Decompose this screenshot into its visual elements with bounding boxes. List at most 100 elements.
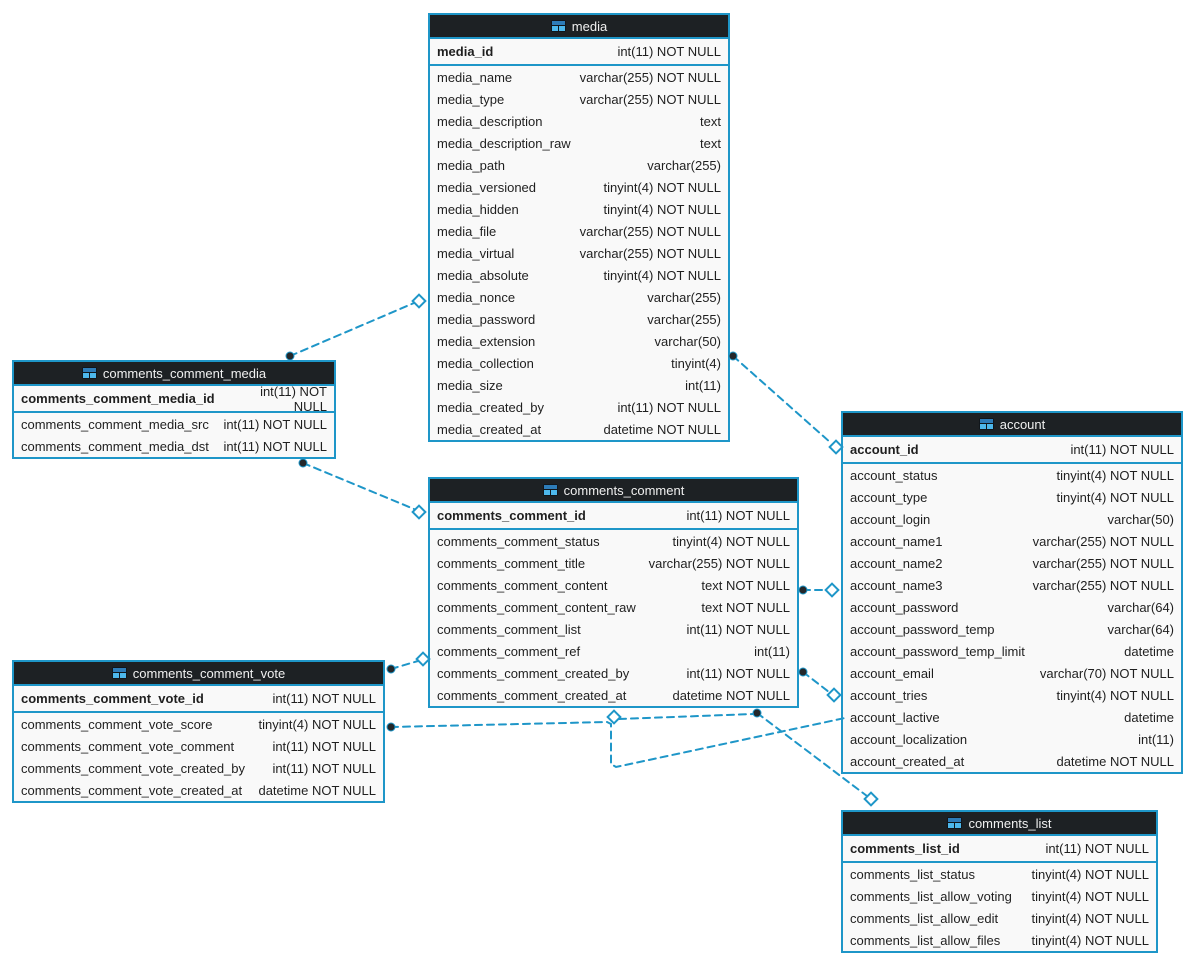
relation-comments_comment_vote-to-comments_comment[interactable]: [386, 651, 431, 674]
table-header-comments_comment[interactable]: comments_comment: [430, 479, 797, 503]
relation-comments_comment_vote-to-account[interactable]: [386, 717, 846, 769]
column-type: varchar(255) NOT NULL: [1032, 533, 1174, 549]
relation-line[interactable]: [732, 355, 832, 444]
relation-endpoint-dot: [285, 351, 295, 361]
table-header-comments_list[interactable]: comments_list: [843, 812, 1156, 836]
relation-line[interactable]: [618, 713, 754, 720]
table-comments_comment_media[interactable]: comments_comment_media comments_comment_m…: [12, 360, 336, 459]
table-header-comments_comment_media[interactable]: comments_comment_media: [14, 362, 334, 386]
relation-comments_comment-to-comments_comment[interactable]: [606, 709, 754, 725]
column-name: media_file: [437, 223, 497, 239]
table-icon: [550, 20, 566, 32]
relation-line[interactable]: [390, 717, 846, 769]
column-type: datetime NOT NULL: [603, 421, 721, 437]
column-row[interactable]: media_file varchar(255) NOT NULL: [430, 220, 728, 242]
column-name: comments_comment_vote_created_at: [21, 782, 243, 798]
relation-comments_comment_media-to-comments_comment[interactable]: [298, 458, 427, 520]
relation-comments_comment-to-account[interactable]: [798, 582, 840, 598]
column-type: tinyint(4): [671, 355, 721, 371]
relation-line[interactable]: [390, 660, 419, 670]
column-name: account_password_temp_limit: [850, 643, 1025, 659]
relation-line[interactable]: [289, 302, 415, 357]
relation-endpoint-diamond: [824, 582, 840, 598]
table-header-media[interactable]: media: [430, 15, 728, 39]
column-name: media_absolute: [437, 267, 529, 283]
table-header-account[interactable]: account: [843, 413, 1181, 437]
column-type: datetime NOT NULL: [1056, 753, 1174, 769]
column-type: datetime: [1124, 709, 1174, 725]
column-type: varchar(255) NOT NULL: [579, 223, 721, 239]
relation-line[interactable]: [302, 462, 415, 510]
relation-comments_comment-to-account[interactable]: [798, 667, 842, 703]
relation-line[interactable]: [802, 671, 830, 693]
column-type: varchar(255) NOT NULL: [1032, 555, 1174, 571]
relation-media-to-account[interactable]: [728, 351, 844, 455]
relation-endpoint-diamond: [826, 687, 842, 703]
relation-comments_comment_media-to-media[interactable]: [285, 293, 427, 361]
column-type: int(11) NOT NULL: [686, 665, 790, 681]
table-title: comments_comment_media: [102, 365, 267, 381]
column-name: media_nonce: [437, 289, 516, 305]
table-header-comments_comment_vote[interactable]: comments_comment_vote: [14, 662, 383, 686]
